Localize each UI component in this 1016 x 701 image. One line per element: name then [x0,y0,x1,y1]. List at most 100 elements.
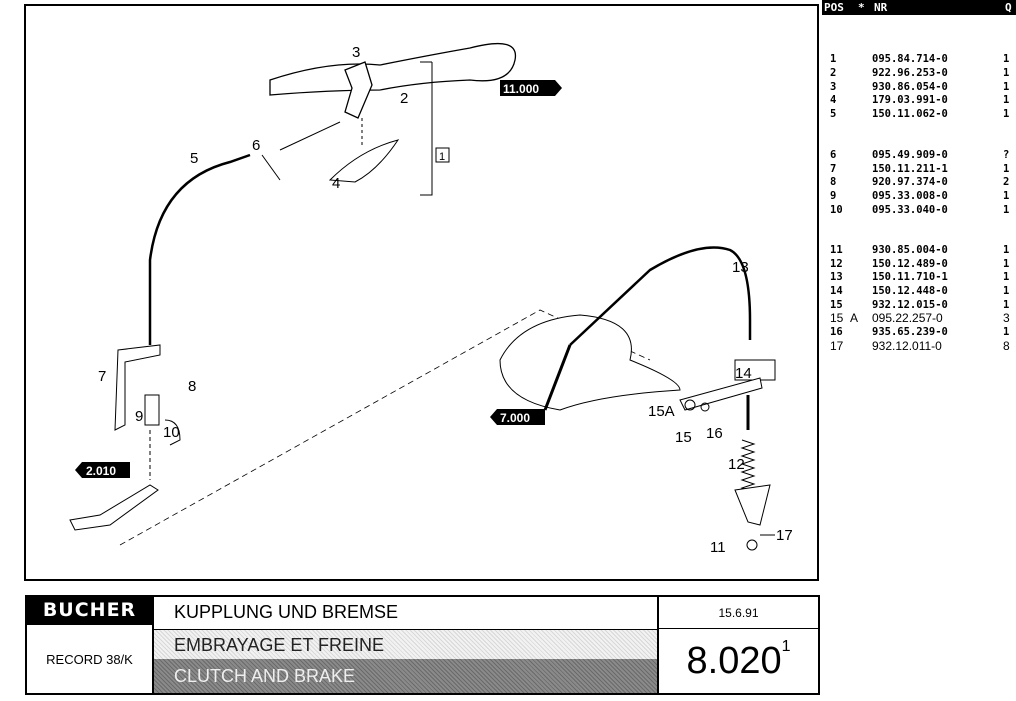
page-number: 8.0201 [657,629,818,693]
parts-pos: 17 [830,339,844,353]
callout-15a: 15A [648,403,675,420]
parts-nr: 095.22.257-0 [872,311,943,325]
parts-nr: 922.96.253-0 [872,67,948,79]
parts-row: 17 932.12.011-0 8 [820,339,1016,353]
callout-3: 3 [352,44,360,61]
parts-nr: 150.12.489-0 [872,258,948,270]
parts-nr: 935.65.239-0 [872,326,948,338]
parts-q: 8 [1003,339,1010,353]
parts-q: 1 [1003,244,1010,256]
parts-nr: 095.84.714-0 [872,53,948,65]
page-number-value: 8.020 [686,640,782,682]
callout-10: 10 [163,424,180,441]
callout-14: 14 [735,365,752,382]
brand-logo: BUCHER [27,597,152,624]
model-name: RECORD 38/K [27,624,152,693]
callout-1-box [435,147,450,163]
parts-nr: 095.49.909-0 [872,149,948,161]
lever-cover [328,139,400,183]
return-spring [740,439,756,493]
parts-nr: 150.11.062-0 [872,108,948,120]
ref-tag-7000[interactable]: 7.000 [490,409,545,425]
parts-q: 3 [1003,311,1010,325]
callout-6: 6 [252,137,260,154]
callout-11: 11 [710,539,726,556]
parts-row: 2 922.96.253-0 1 [820,66,1016,80]
parts-pos: 6 [830,149,837,161]
parts-pos: 15 [830,311,844,325]
parts-pos: 8 [830,176,837,188]
parts-row: 6 095.49.909-0? [820,148,1016,162]
parts-q: 1 [1003,53,1010,65]
parts-q: 1 [1003,271,1010,283]
parts-nr: 150.11.211-1 [872,163,948,175]
parts-q: 1 [1003,67,1010,79]
parts-list-header: POS * NR Q [822,0,1016,15]
parts-nr: 095.33.008-0 [872,190,948,202]
parts-pos: 4 [830,94,837,106]
parts-q: 1 [1003,108,1010,120]
svg-text:7.000[interactable]: 7.000 [500,411,530,425]
parts-row: 13 150.11.710-1 1 [820,270,1016,284]
callout-1: 1 [439,151,445,163]
parts-pos: 9 [830,190,837,202]
ref-tag-11000[interactable]: 11.000 [500,80,562,96]
callout-7: 7 [98,368,106,385]
callout-2: 2 [400,90,408,107]
header-q: Q [1005,1,1012,14]
callout-16: 16 [706,425,723,442]
parts-nr: 150.12.448-0 [872,285,948,297]
parts-nr: 920.97.374-0 [872,176,948,188]
parts-pos: 16 [830,326,843,338]
header-star: * [858,1,865,14]
callout-labels: 3 2 6 5 4 1 7 8 9 10 13 14 15A 15 16 12 … [98,44,793,556]
svg-text:11.000[interactable]: 11.000 [503,82,539,96]
parts-q: ? [1003,149,1010,161]
parts-nr: 930.85.004-0 [872,244,948,256]
parts-q: 1 [1003,190,1010,202]
callout-12: 12 [728,456,745,473]
brake-cable [569,246,752,346]
parts-pos: 10 [830,204,843,216]
callout-13: 13 [732,259,749,276]
parts-pos: 12 [830,258,843,270]
parts-row: 11 930.85.004-0 1 [820,243,1016,257]
callout-4: 4 [332,175,340,192]
handlebar [269,42,517,96]
header-nr: NR [874,1,888,14]
parts-pos: 13 [830,271,843,283]
parts-pos: 7 [830,163,837,175]
parts-pos: 3 [830,81,837,93]
title-german: KUPPLUNG UND BREMSE [152,597,657,629]
parts-pos: 2 [830,67,837,79]
clutch-pedal [69,484,159,531]
callout-15: 15 [675,429,692,446]
brake-pedal [499,314,681,411]
callout-5: 5 [190,150,198,167]
parts-nr: 150.11.710-1 [872,271,948,283]
parts-nr: 930.86.054-0 [872,81,948,93]
header-pos: POS [824,1,844,14]
parts-q: 1 [1003,204,1010,216]
parts-row: 9 095.33.008-0 1 [820,189,1016,203]
parts-q: 1 [1003,258,1010,270]
ref-tag-2010[interactable]: 2.010 [75,462,130,478]
parts-q: 1 [1003,285,1010,297]
parts-row: 3 930.86.054-0 1 [820,80,1016,94]
parts-nr: 932.12.011-0 [872,339,942,353]
parts-nr: 095.33.040-0 [872,204,948,216]
clutch-cable [148,153,251,345]
parts-q: 1 [1003,81,1010,93]
parts-pos: 11 [830,244,843,256]
issue-date: 15.6.91 [657,597,818,629]
parts-nr: 932.12.015-0 [872,299,948,311]
svg-text:2.010[interactable]: 2.010 [86,464,116,478]
callout-9: 9 [135,408,143,425]
